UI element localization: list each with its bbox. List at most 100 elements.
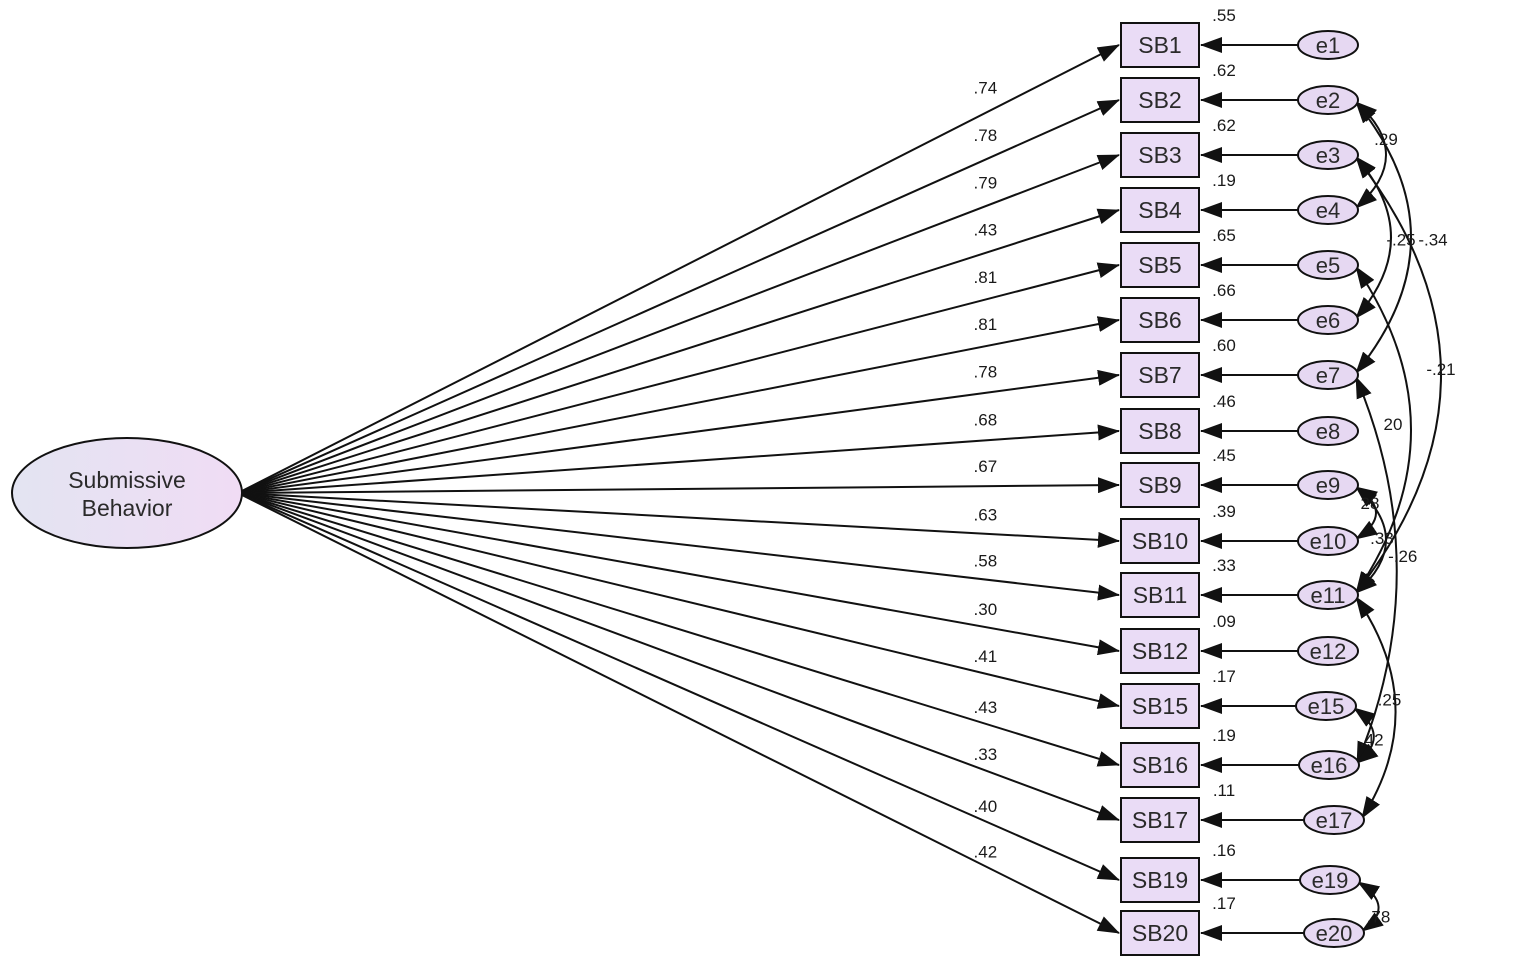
item-box[interactable] <box>1120 910 1200 956</box>
item-box[interactable] <box>1120 187 1200 233</box>
error-label: e8 <box>1316 419 1340 444</box>
error-label: e11 <box>1310 583 1345 608</box>
r-squared: .39 <box>1212 502 1236 521</box>
r-squared: .19 <box>1212 726 1236 745</box>
item-box[interactable] <box>1120 572 1200 618</box>
item-label: SB15 <box>1132 693 1188 719</box>
error-ellipse[interactable] <box>1297 305 1359 335</box>
error-term[interactable]: e17 <box>1303 805 1365 835</box>
observed-item[interactable]: SB9 <box>1120 462 1200 508</box>
latent-label-line1: Submissive <box>68 467 186 493</box>
observed-item[interactable]: SB20 <box>1120 910 1200 956</box>
item-box[interactable] <box>1120 77 1200 123</box>
latent-factor[interactable]: Submissive Behavior <box>11 437 243 549</box>
error-term[interactable]: e5 <box>1297 250 1359 280</box>
error-ellipse[interactable] <box>1297 195 1359 225</box>
item-box[interactable] <box>1120 518 1200 564</box>
observed-item[interactable]: SB1 <box>1120 22 1200 68</box>
error-term[interactable]: e9 <box>1297 470 1359 500</box>
error-ellipse[interactable] <box>1297 580 1359 610</box>
error-paths <box>1200 37 1304 941</box>
error-ellipse[interactable] <box>1297 140 1359 170</box>
item-box[interactable] <box>1120 352 1200 398</box>
observed-item[interactable]: SB17 <box>1120 797 1200 843</box>
error-term[interactable]: e12 <box>1297 636 1359 666</box>
r-squared: .60 <box>1212 336 1236 355</box>
item-box[interactable] <box>1120 683 1200 729</box>
covariance-arc <box>1355 156 1442 594</box>
item-box[interactable] <box>1120 22 1200 68</box>
loading-estimate: .42 <box>974 842 998 861</box>
observed-item[interactable]: SB8 <box>1120 408 1200 454</box>
item-box[interactable] <box>1120 857 1200 903</box>
loading-path <box>237 44 1120 494</box>
observed-item[interactable]: SB10 <box>1120 518 1200 564</box>
loading-path <box>237 492 1120 881</box>
error-term[interactable]: e8 <box>1297 416 1359 446</box>
item-label: SB20 <box>1132 920 1188 946</box>
observed-item[interactable]: SB16 <box>1120 742 1200 788</box>
error-ellipse[interactable] <box>1299 865 1361 895</box>
item-box[interactable] <box>1120 742 1200 788</box>
error-term[interactable]: e11 <box>1297 580 1359 610</box>
observed-item[interactable]: SB3 <box>1120 132 1200 178</box>
item-label: SB3 <box>1138 142 1181 168</box>
error-term[interactable]: e6 <box>1297 305 1359 335</box>
error-term[interactable]: e16 <box>1298 750 1360 780</box>
error-term[interactable]: e4 <box>1297 195 1359 225</box>
loading-path <box>237 154 1120 494</box>
error-term[interactable]: e2 <box>1297 85 1359 115</box>
error-term[interactable]: e3 <box>1297 140 1359 170</box>
loading-path <box>237 99 1120 494</box>
observed-item[interactable]: SB12 <box>1120 628 1200 674</box>
observed-item[interactable]: SB2 <box>1120 77 1200 123</box>
item-label: SB4 <box>1138 197 1182 223</box>
r-squared: .33 <box>1212 556 1236 575</box>
error-term[interactable]: e20 <box>1303 918 1365 948</box>
error-term[interactable]: e19 <box>1299 865 1361 895</box>
r-squared: .09 <box>1212 612 1236 631</box>
error-ellipse[interactable] <box>1297 85 1359 115</box>
error-label: e5 <box>1316 253 1340 278</box>
item-box[interactable] <box>1120 462 1200 508</box>
r-squared: .11 <box>1213 781 1235 800</box>
latent-ellipse[interactable] <box>11 437 243 549</box>
covariance-estimate: .42 <box>1360 731 1384 750</box>
covariance-estimate: .78 <box>1367 908 1391 927</box>
item-box[interactable] <box>1120 628 1200 674</box>
observed-item[interactable]: SB19 <box>1120 857 1200 903</box>
error-ellipse[interactable] <box>1303 805 1365 835</box>
error-label: e1 <box>1316 33 1340 58</box>
covariance-estimate: -.21 <box>1426 360 1455 379</box>
r-squared: .45 <box>1212 446 1236 465</box>
error-ellipse[interactable] <box>1297 30 1359 60</box>
item-box[interactable] <box>1120 797 1200 843</box>
observed-item[interactable]: SB5 <box>1120 242 1200 288</box>
item-box[interactable] <box>1120 132 1200 178</box>
error-ellipse[interactable] <box>1297 250 1359 280</box>
error-term[interactable]: e7 <box>1297 360 1359 390</box>
covariance-estimate: -.25 <box>1386 231 1415 250</box>
item-box[interactable] <box>1120 408 1200 454</box>
error-ellipse[interactable] <box>1297 360 1359 390</box>
error-ellipse[interactable] <box>1295 691 1357 721</box>
observed-item[interactable]: SB15 <box>1120 683 1200 729</box>
item-box[interactable] <box>1120 297 1200 343</box>
observed-item[interactable]: SB6 <box>1120 297 1200 343</box>
error-ellipse[interactable] <box>1298 750 1360 780</box>
error-ellipse[interactable] <box>1297 526 1359 556</box>
observed-item[interactable]: SB11 <box>1120 572 1200 618</box>
observed-item[interactable]: SB7 <box>1120 352 1200 398</box>
error-term[interactable]: e10 <box>1297 526 1359 556</box>
item-box[interactable] <box>1120 242 1200 288</box>
r-squared: .16 <box>1212 841 1236 860</box>
error-term[interactable]: e15 <box>1295 691 1357 721</box>
error-ellipse[interactable] <box>1297 470 1359 500</box>
error-term[interactable]: e1 <box>1297 30 1359 60</box>
error-ellipse[interactable] <box>1303 918 1365 948</box>
observed-item[interactable]: SB4 <box>1120 187 1200 233</box>
error-ellipse[interactable] <box>1297 636 1359 666</box>
error-ellipse[interactable] <box>1297 416 1359 446</box>
loading-path <box>237 492 1120 548</box>
